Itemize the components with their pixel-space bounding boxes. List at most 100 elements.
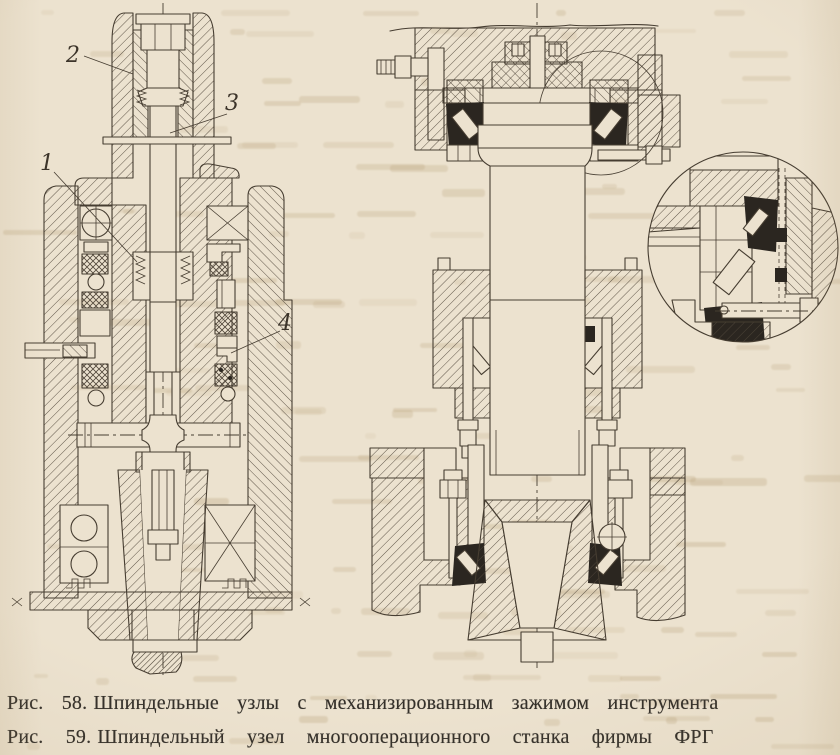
bleed-mark [230, 28, 246, 35]
figure-59-drawing [369, 3, 686, 672]
bleed-mark [736, 588, 809, 594]
figure-58-caption: Рис. 58.Шпиндельные узлы с механизирован… [7, 686, 837, 720]
bleed-mark [228, 738, 283, 745]
bleed-mark [275, 298, 342, 306]
bleed-mark [392, 407, 437, 413]
bleed-mark [27, 742, 40, 751]
bleed-mark [754, 717, 775, 722]
bleed-mark [761, 651, 798, 657]
bleed-mark [775, 387, 805, 393]
bleed-mark [182, 654, 219, 662]
bleed-mark [264, 100, 302, 106]
bleed-mark [357, 210, 416, 218]
bleed-mark [280, 407, 326, 415]
bleed-mark [502, 628, 537, 636]
bleed-mark [588, 212, 659, 219]
bleed-mark [546, 652, 619, 660]
bleed-mark [709, 694, 777, 700]
bleed-mark [714, 10, 746, 16]
bleed-mark [473, 674, 491, 682]
bleed-mark [322, 142, 394, 148]
bleed-mark [282, 212, 336, 219]
bleed-mark [193, 498, 230, 505]
bleed-mark [642, 715, 711, 721]
bleed-mark [437, 611, 488, 619]
bleed-mark [676, 542, 727, 548]
figure-58-caption-text: Шпиндельные узлы с механизированным зажи… [93, 692, 719, 714]
bleed-mark [193, 676, 237, 683]
bleed-mark [731, 454, 745, 462]
bleed-mark [294, 408, 322, 415]
bleed-mark [666, 716, 677, 724]
bleed-mark [358, 299, 418, 306]
bleed-mark [463, 675, 541, 681]
bleed-mark [364, 432, 377, 440]
bleed-mark [89, 50, 125, 57]
technical-drawings-canvas: 2 3 1 4 [11, 3, 839, 676]
bleed-mark [261, 77, 292, 84]
bleed-mark [313, 301, 345, 309]
bleed-mark [333, 566, 357, 572]
bleed-mark [310, 695, 348, 701]
bleed-mark [221, 9, 291, 16]
bleed-mark [548, 188, 626, 196]
figure-59-caption: Рис. 59.Шпиндельный узел многооперационн… [7, 720, 837, 754]
callout-label-1: 1 [40, 151, 54, 176]
bleed-mark [657, 480, 723, 486]
bleed-mark [385, 101, 404, 109]
bleed-mark [625, 365, 695, 373]
figure-captions: Рис. 58.Шпиндельные узлы с механизирован… [7, 686, 837, 754]
bleed-mark [242, 142, 298, 148]
bleed-mark [742, 75, 792, 82]
callout-label-3: 3 [225, 91, 239, 116]
bleed-mark [620, 694, 639, 700]
bleed-mark [556, 9, 567, 16]
bleed-mark [34, 673, 48, 679]
bleed-mark [804, 474, 840, 482]
bleed-mark [365, 695, 377, 702]
bleed-mark [363, 11, 419, 17]
bleed-mark [620, 675, 661, 682]
bleed-mark [95, 678, 109, 686]
bleed-mark [299, 96, 360, 103]
bleed-mark [3, 229, 78, 235]
bleed-mark [543, 719, 561, 726]
bleed-mark [655, 28, 696, 34]
bleed-mark [602, 183, 618, 189]
bleed-mark [390, 165, 449, 173]
bleed-mark [392, 410, 414, 418]
bleed-mark [348, 231, 366, 239]
bleed-mark [588, 675, 622, 682]
bleed-mark [771, 743, 834, 749]
bleed-mark [642, 698, 711, 706]
bleed-mark [147, 387, 193, 393]
bleed-mark [464, 650, 477, 658]
bleed-mark [736, 345, 770, 350]
bleed-mark [690, 478, 767, 486]
figure-59-caption-text: Шпиндельный узел многооперационного стан… [97, 726, 714, 748]
bleed-mark [331, 607, 342, 615]
bleed-mark [356, 651, 393, 657]
bleed-mark [355, 163, 425, 170]
figure-58-drawing: 2 3 1 4 [11, 3, 311, 676]
bleed-mark [764, 610, 797, 617]
bleed-mark [245, 31, 315, 38]
bleed-mark [432, 652, 484, 660]
bleed-mark [441, 189, 486, 197]
bleed-mark [660, 627, 685, 633]
figure-58-callouts: 2 3 1 4 [40, 43, 292, 354]
figure-58-number: Рис. 58. [7, 692, 88, 714]
bleed-mark [299, 716, 328, 724]
bleed-mark [331, 499, 392, 504]
bleed-mark [770, 364, 791, 371]
bleed-mark [531, 475, 552, 482]
bleed-mark [236, 142, 277, 149]
bleed-mark [41, 9, 54, 15]
bleed-mark [695, 632, 738, 638]
bleed-mark [429, 232, 484, 238]
bleed-mark [298, 456, 373, 462]
bleed-mark [728, 50, 788, 59]
figure-59-number: Рис. 59. [7, 726, 92, 748]
bleed-mark [70, 384, 149, 390]
